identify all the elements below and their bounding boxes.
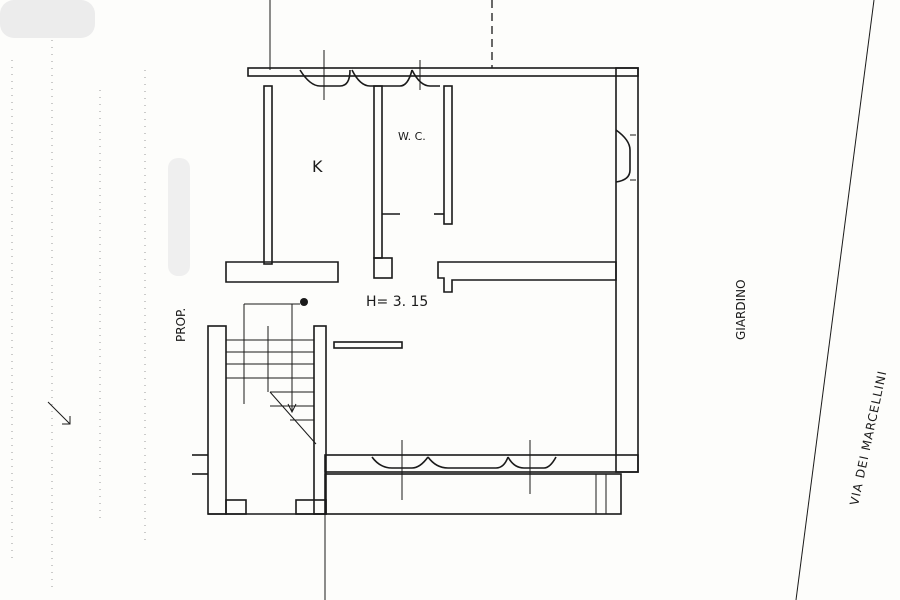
- scan-smudges: [0, 0, 190, 276]
- scan-dots: [11, 40, 146, 590]
- kitchen-label: K: [312, 157, 323, 176]
- windows: [299, 50, 636, 500]
- wc-label: W. C.: [398, 130, 426, 143]
- staircase: [226, 298, 317, 445]
- interior-walls: [333, 85, 617, 349]
- garden-label: GIARDINO: [734, 279, 748, 340]
- ceiling-height-label: H= 3. 15: [366, 294, 428, 310]
- street-edge-line: [795, 0, 875, 600]
- street-name-label: VIA DEI MARCELLINI: [847, 369, 889, 507]
- property-label: PROP.: [174, 308, 188, 342]
- north-arrow-icon: [47, 401, 71, 425]
